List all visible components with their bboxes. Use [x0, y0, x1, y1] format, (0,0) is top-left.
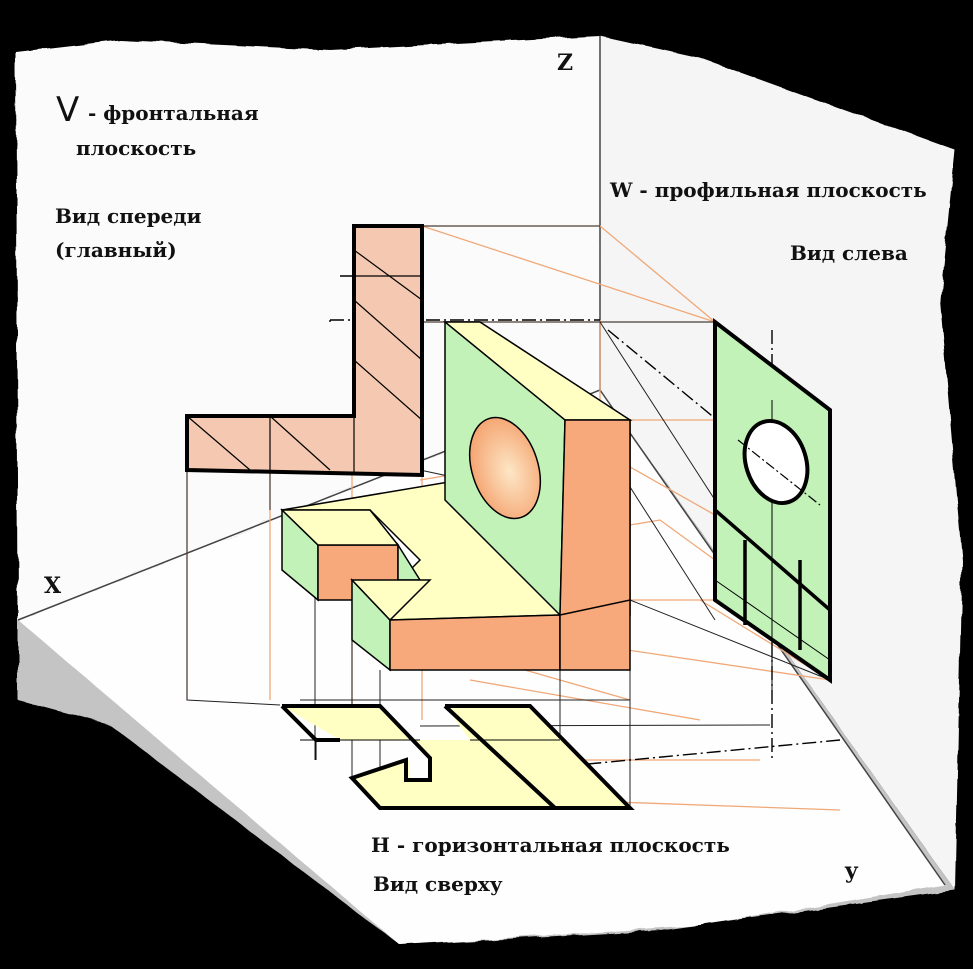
isometric-part [280, 321, 633, 672]
plane-v-name-line2: плоскость [76, 136, 197, 160]
plane-h-view: Вид сверху [373, 872, 503, 896]
plane-v-view-line2: (главный) [55, 238, 177, 262]
frontal-plane-v [16, 36, 600, 620]
front-view-projection [185, 224, 424, 478]
plane-v-letter: V [56, 90, 80, 130]
plane-v-view-line1: Вид спереди [55, 204, 202, 228]
axis-z-label: Z [557, 50, 574, 76]
axis-x-label: X [44, 573, 62, 599]
axis-y-label: y [845, 858, 858, 884]
plane-v-name-line1: - фронтальная [88, 101, 259, 125]
top-view-projection [280, 704, 635, 810]
side-view-projection [713, 317, 832, 700]
plane-w-name: W - профильная плоскость [610, 178, 927, 202]
plane-w-view: Вид слева [790, 241, 908, 265]
plane-h-name: H - горизонтальная плоскость [371, 833, 730, 857]
